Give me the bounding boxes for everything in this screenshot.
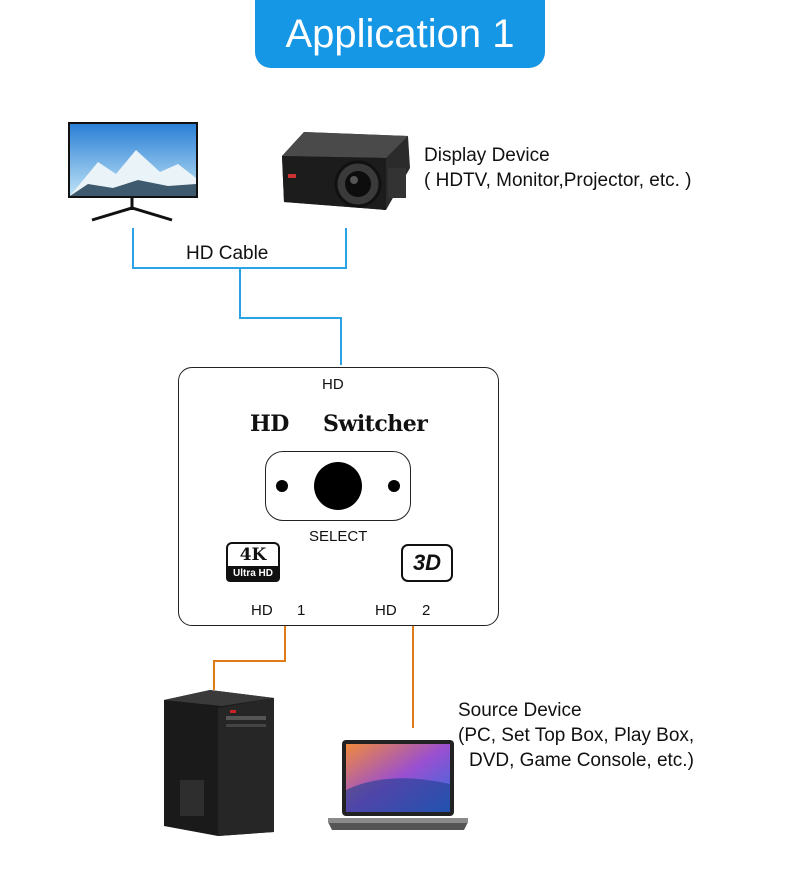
pc-tower-icon [164,690,274,836]
output-port-label: HD [322,376,344,393]
source-device-examples-1: (PC, Set Top Box, Play Box, [458,725,695,746]
input-port-2-number: 2 [422,602,431,619]
badge-4k-text: 4K [226,542,280,566]
display-device-title: Display Device [424,145,550,166]
select-button[interactable] [314,462,362,510]
select-plate [265,451,411,521]
source-device-examples-2: DVD, Game Console, etc.) [469,750,694,771]
select-label: SELECT [309,528,368,545]
laptop-icon [328,740,468,830]
badge-3d: 3D [401,544,453,582]
projector-icon [282,132,410,210]
screw-right-icon [388,480,400,492]
badge-4k-ultra-hd: 4K Ultra HD [226,542,280,584]
input-port-2-name: HD [375,602,397,619]
input-port-1-number: 1 [297,602,306,619]
source-cable-1 [213,626,286,690]
screw-left-icon [276,480,288,492]
monitor-icon [68,122,198,222]
hd-switcher: HD HD Switcher SELECT 4K Ultra HD 3D HD … [178,367,499,626]
badge-ultra-hd-text: Ultra HD [226,566,280,582]
brand-hd: HD [250,411,289,437]
display-device-label: Display Device ( HDTV, Monitor,Projector… [424,143,692,193]
input-port-1-name: HD [251,602,273,619]
title-banner: Application 1 [255,0,545,68]
display-device-examples: ( HDTV, Monitor,Projector, etc. ) [424,170,692,191]
page-title: Application 1 [285,11,515,56]
display-cable-trunk [239,268,342,365]
brand-switcher: Switcher [323,411,428,437]
cable-label: HD Cable [186,243,269,264]
source-device-title: Source Device [458,700,582,721]
source-device-label: Source Device (PC, Set Top Box, Play Box… [458,698,694,773]
